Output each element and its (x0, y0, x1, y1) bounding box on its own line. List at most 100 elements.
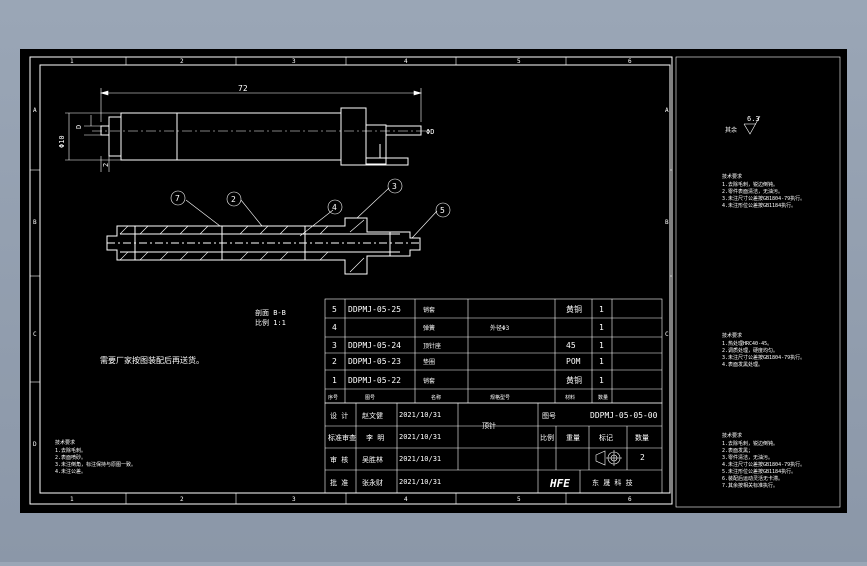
tb-name-1: 赵文健 (362, 411, 383, 420)
drawing-background (20, 49, 847, 513)
tb-date-4: 2021/10/31 (399, 478, 441, 486)
balloon-5-label: 5 (440, 206, 445, 215)
bom-cell-material: POM (566, 357, 581, 366)
bom-cell-code: DDPMJ-05-25 (348, 305, 401, 314)
side-b3-l1: 1.去除毛刺，锐边倒钝。 (722, 440, 778, 447)
bom-header-name: 名称 (431, 394, 441, 401)
bom-cell-name: 销套 (423, 306, 435, 314)
tb-drawing-no: DDPMJ-05-05-00 (590, 411, 658, 420)
zone-bottom-3: 3 (292, 496, 296, 503)
roughness-value: 6.3 (747, 115, 760, 123)
tb-count-label: 数量 (635, 433, 649, 442)
section-view: 7 2 4 3 5 (106, 178, 451, 275)
notes-title: 技术要求 (55, 439, 75, 446)
side-b3-l7: 7.其余按相关标准执行。 (722, 482, 778, 489)
side-b2-l1: 1.热处理HRC40-45。 (722, 340, 772, 347)
side-b2-title: 技术要求 (722, 332, 742, 339)
company-logo: HFE (549, 477, 570, 490)
projection-symbol-icon (595, 450, 622, 466)
side-b3-l5: 5.未注形位公差按GB1184执行。 (722, 468, 796, 475)
bom-cell-qty: 1 (599, 305, 604, 314)
tb-drawing-no-label: 图号 (542, 412, 556, 420)
bom-cell-no: 2 (332, 357, 337, 366)
side-b3-l3: 3.零件清洁，无油污。 (722, 454, 773, 461)
side-b1-l2: 2.零件表面清洁，无油污。 (722, 188, 783, 195)
balloon-3 (387, 178, 403, 194)
zone-top-4: 4 (404, 58, 408, 65)
dim-two: 2 (102, 163, 110, 167)
zone-top-3: 3 (292, 58, 296, 65)
tb-weight-label: 重量 (566, 434, 580, 442)
zone-top-1: 1 (70, 58, 74, 65)
bom-cell-code: DDPMJ-05-23 (348, 357, 401, 366)
bom-grid (324, 298, 663, 404)
notes-line-3: 3.未注倒角，标注保持与原图一致。 (55, 461, 136, 468)
zone-bottom-6: 6 (628, 496, 632, 503)
balloon-4-label: 4 (332, 203, 337, 212)
bom-cell-qty: 1 (599, 357, 604, 366)
bom-cell-material: 黄铜 (566, 375, 582, 385)
balloons: 7 2 4 3 5 (170, 178, 451, 218)
bom-cell-name: 弹簧 (423, 324, 435, 332)
balloon-7 (170, 190, 186, 206)
side-b3-l4: 4.未注尺寸公差按GB1804-79执行。 (722, 461, 805, 468)
bom-cell-spec: 外径Φ3 (490, 324, 510, 332)
tb-role-3: 审 核 (330, 455, 348, 464)
bom-cell-material: 黄铜 (566, 304, 582, 314)
bom-cell-no: 1 (332, 376, 337, 385)
roughness-icon (743, 115, 761, 135)
title-block: 设 计 赵文健 2021/10/31 标准审查 李 明 2021/10/31 审… (328, 411, 658, 490)
zone-left-B: B (33, 219, 37, 226)
bom-cell-no: 4 (332, 323, 337, 332)
tb-name-2: 李 明 (366, 433, 384, 442)
tb-role-4: 批 准 (330, 478, 348, 487)
customer-note: 需要厂家按图装配后再送货。 (100, 355, 204, 365)
zone-top-6: 6 (628, 58, 632, 65)
side-panel: 其余 6.3 技术要求 1.去除毛刺，锐边倒钝。 2.零件表面清洁，无油污。 3… (722, 115, 805, 489)
zone-ticks (30, 57, 672, 504)
zone-labels: 1 2 3 4 5 6 1 2 3 4 5 6 A B C D A B C (33, 58, 669, 503)
dim-right-diameter: ΦD (426, 128, 434, 136)
zone-bottom-1: 1 (70, 496, 74, 503)
bom-cell-name: 顶针座 (423, 342, 441, 350)
title-block-grid (324, 402, 663, 494)
side-b2-l2: 2.调质处理，硬度均匀。 (722, 347, 778, 354)
tb-date-2: 2021/10/31 (399, 433, 441, 441)
zone-top-2: 2 (180, 58, 184, 65)
side-b1-l4: 4.未注形位公差按GB1184执行。 (722, 202, 796, 209)
zone-bottom-5: 5 (517, 496, 521, 503)
zone-top-5: 5 (517, 58, 521, 65)
side-b1-title: 技术要求 (722, 173, 742, 180)
bom-cell-name: 销套 (423, 377, 435, 385)
bom-cell-no: 3 (332, 341, 337, 350)
tb-part-name: 顶针 (482, 421, 496, 430)
bom-cell-code: DDPMJ-05-22 (348, 376, 401, 385)
bom-header-qty: 数量 (598, 394, 608, 401)
bom-cell-name: 垫圈 (423, 358, 435, 366)
tb-date-1: 2021/10/31 (399, 411, 441, 419)
side-b2-l4: 4.表面发黑处理。 (722, 361, 763, 368)
balloon-3-label: 3 (392, 182, 397, 191)
zone-bottom-2: 2 (180, 496, 184, 503)
side-b3-title: 技术要求 (722, 432, 742, 439)
zone-right-C: C (665, 331, 669, 338)
tb-count: 2 (640, 453, 645, 462)
balloon-5 (435, 202, 451, 218)
tb-scale-label: 比例 (540, 433, 554, 442)
bom-cell-code: DDPMJ-05-24 (348, 341, 401, 350)
zone-bottom-4: 4 (404, 496, 408, 503)
tb-role-2: 标准审查 (328, 433, 356, 442)
zone-left-A: A (33, 107, 37, 114)
section-hatch (119, 219, 365, 273)
section-note: 剖面 B-B (255, 308, 286, 317)
side-panel-frame (675, 56, 841, 508)
bom-cell-no: 5 (332, 305, 337, 314)
bom-cell-qty: 1 (599, 376, 604, 385)
side-b2-l3: 3.未注尺寸公差按GB1804-79执行。 (722, 354, 805, 361)
bom-cell-qty: 1 (599, 323, 604, 332)
bom-cell-material: 45 (566, 341, 576, 350)
balloon-4 (327, 199, 343, 215)
bom-cell-qty: 1 (599, 341, 604, 350)
